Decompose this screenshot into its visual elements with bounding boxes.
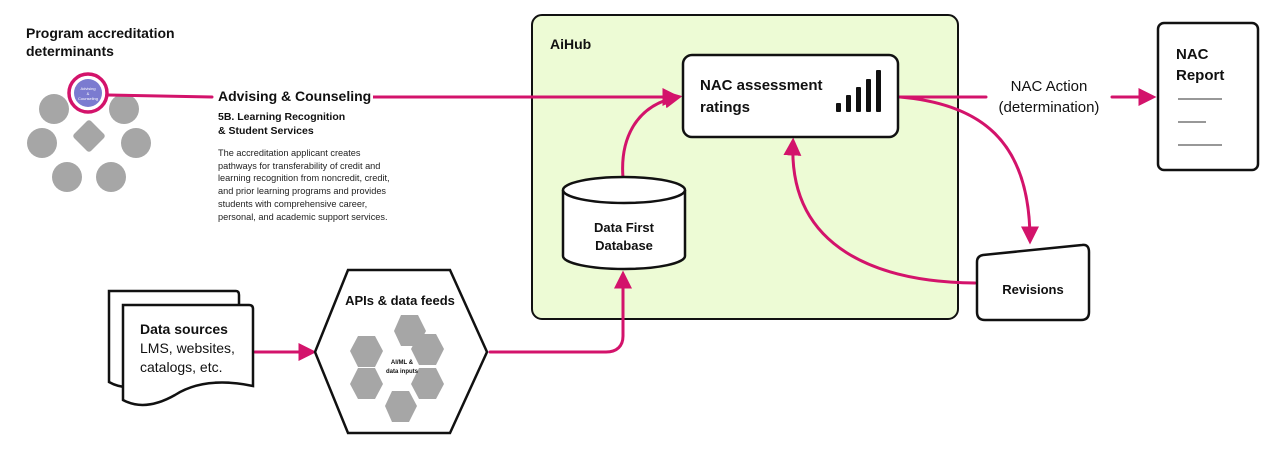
determinant-cluster (27, 94, 151, 192)
database-line1: Data First (594, 220, 654, 235)
advising-desc-line: students with comprehensive career, (218, 198, 368, 209)
signal-bars-icon (836, 70, 881, 112)
database-label: Data First Database (563, 219, 685, 255)
arrow-revisions-to-assessment (783, 137, 977, 285)
advising-desc-line: and prior learning programs and provides (218, 186, 387, 197)
apis-inner-hexagons (350, 315, 444, 422)
revisions-label: Revisions (1002, 282, 1064, 297)
assessment-line2: ratings (700, 99, 751, 116)
selected-determinant-fill (74, 79, 102, 107)
selected-circle-line3: Counseling (78, 96, 98, 101)
advising-desc-line: personal, and academic support services. (218, 211, 388, 222)
advising-desc-line: pathways for transferability of credit a… (218, 160, 381, 171)
advising-subheading: 5B. Learning Recognition & Student Servi… (218, 110, 345, 138)
inner-hexagon (350, 368, 383, 399)
determinant-node (109, 94, 139, 124)
apis-inner-line2: data inputs (386, 369, 419, 375)
report-line1: NAC (1176, 46, 1209, 63)
assessment-line1: NAC assessment (700, 77, 823, 94)
inner-hexagon (411, 368, 444, 399)
determinant-node (96, 162, 126, 192)
report-document (1156, 21, 1260, 172)
sources-line2: catalogs, etc. (140, 359, 223, 375)
advising-desc-line: The accreditation applicant creates (218, 148, 361, 158)
action-line2: (determination) (998, 99, 1100, 116)
arrow-apis-to-database (488, 270, 632, 354)
aihub-label: AiHub (550, 36, 592, 52)
assessment-label: NAC assessment ratings (700, 75, 823, 119)
determinants-title: Program accreditation determinants (26, 24, 175, 60)
arrow-database-to-assessment (621, 90, 683, 180)
determinant-center-diamond (73, 120, 105, 152)
assessment-box (681, 53, 900, 139)
determinant-node (121, 128, 151, 158)
determinants-title-line2: determinants (26, 43, 114, 59)
advising-sub-line2: & Student Services (218, 125, 314, 137)
determinants-title-line1: Program accreditation (26, 25, 175, 41)
arrow-assessment-to-revisions (898, 95, 1039, 245)
inner-hexagon (350, 336, 383, 367)
determinant-node (39, 94, 69, 124)
advising-description: The accreditation applicant creates path… (218, 147, 390, 223)
sources-front-document (121, 303, 255, 407)
selected-circle-line2: & (87, 91, 90, 96)
inner-hexagon (385, 391, 417, 422)
database-cylinder (561, 175, 687, 271)
advising-heading: Advising & Counseling (218, 87, 374, 105)
determinant-node (27, 128, 57, 158)
advising-sub-line1: 5B. Learning Recognition (218, 111, 346, 123)
report-title: NAC Report (1176, 44, 1224, 86)
connector-determinant-to-label (106, 93, 214, 99)
apis-inner-line1: AI/ML & (391, 360, 414, 366)
report-line2: Report (1176, 67, 1225, 84)
selected-circle-line1: Advising (80, 86, 95, 91)
apis-title: APIs & data feeds (345, 293, 455, 308)
sources-label: Data sources LMS, websites, catalogs, et… (140, 320, 235, 377)
sources-line1: LMS, websites, (140, 340, 235, 356)
advising-desc-line: learning recognition from noncredit, cre… (218, 173, 390, 184)
report-text-lines (1178, 98, 1222, 146)
action-label: NAC Action (determination) (986, 76, 1112, 118)
revisions-box (975, 243, 1091, 322)
determinant-node (52, 162, 82, 192)
inner-hexagon (411, 334, 444, 365)
sources-title: Data sources (140, 321, 228, 337)
database-line2: Database (595, 238, 653, 253)
action-line1: NAC Action (1010, 78, 1088, 95)
